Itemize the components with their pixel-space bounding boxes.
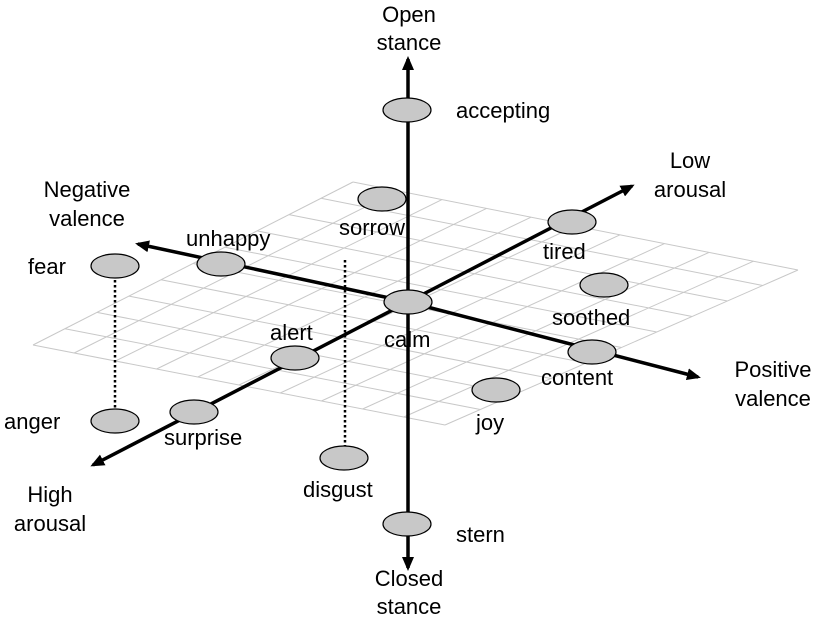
fear-node (90, 253, 140, 279)
positive-valence-label-line2: valence (735, 386, 811, 411)
tired-label: tired (543, 239, 586, 264)
negative-valence-label-line1: Negative (44, 177, 131, 202)
accepting-label: accepting (456, 98, 550, 123)
negative-valence-label-line2: valence (49, 206, 125, 231)
alert-node (270, 345, 320, 371)
stern-node (382, 511, 432, 537)
accepting-node (382, 97, 432, 123)
high-arousal-label-line2: arousal (14, 511, 86, 536)
sorrow-label: sorrow (339, 215, 405, 240)
grid-line (403, 260, 754, 418)
open-stance-label-line1: Open (382, 2, 436, 27)
joy-label: joy (475, 410, 504, 435)
calm-node (383, 289, 433, 315)
disgust-node (319, 445, 369, 471)
joy-node (471, 377, 521, 403)
calm-label: calm (384, 327, 430, 352)
content-label: content (541, 365, 613, 390)
positive-valence-label-line1: Positive (734, 357, 811, 382)
fear-label: fear (28, 254, 66, 279)
tired-node (547, 209, 597, 235)
unhappy-label: unhappy (186, 226, 270, 251)
closed-stance-label-line1: Closed (375, 566, 443, 591)
soothed-label: soothed (552, 305, 630, 330)
low-arousal-label-line1: Low (670, 148, 710, 173)
soothed-node (579, 272, 629, 298)
grid-line (32, 344, 446, 426)
high-arousal-label-line1: High (27, 482, 72, 507)
surprise-label: surprise (164, 425, 242, 450)
unhappy-node (196, 251, 246, 277)
sorrow-node (357, 186, 407, 212)
arousal-axis-high-arrow (90, 300, 409, 467)
content-node (567, 339, 617, 365)
alert-label: alert (270, 320, 313, 345)
low-arousal-label-line2: arousal (654, 177, 726, 202)
disgust-label: disgust (303, 477, 373, 502)
surprise-node (169, 399, 219, 425)
open-stance-label-line2: stance (377, 30, 442, 55)
anger-node (90, 408, 140, 434)
grid-line (362, 251, 710, 410)
valence-axis-negative-arrow (135, 240, 409, 304)
valence-axis-positive-arrow (407, 300, 701, 381)
arousal-axis-low-arrow (407, 184, 635, 304)
grid-line (64, 328, 481, 410)
anger-label: anger (4, 409, 60, 434)
stern-label: stern (456, 522, 505, 547)
closed-stance-label-line2: stance (377, 594, 442, 619)
